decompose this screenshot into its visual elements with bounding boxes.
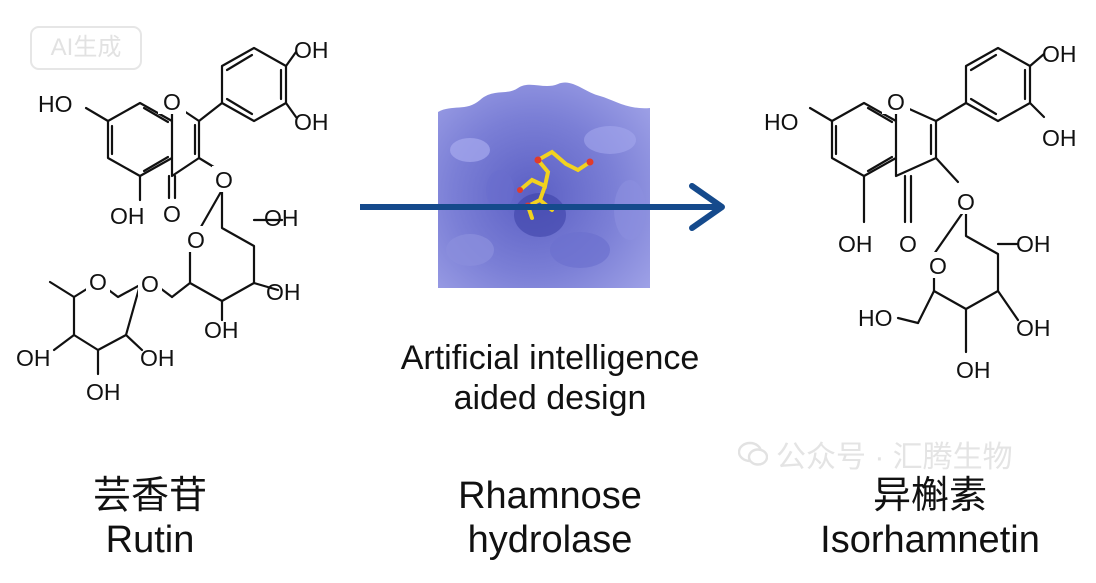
rutin-glycosidic-oxygen: O [215,167,233,193]
ai-design-caption: Artificial intelligence aided design [330,338,770,418]
ligand-oxygen-atom [534,156,542,164]
rutin-name-en: Rutin [105,519,195,561]
product-name-en: Isorhamnetin [820,519,1040,561]
product-glucose-ho6: HO [858,305,893,331]
ai-generated-badge: AI生成 [30,26,142,70]
enzyme-label: Rhamnose hydrolase [410,474,690,562]
ai-design-line-2: aided design [453,379,647,417]
rutin-rhamnose-ring [72,280,142,352]
product-glucose-oh2: OH [1016,231,1051,257]
ai-design-line-1: Artificial intelligence [400,339,700,377]
rutin-structure: O HO OH OH OH O O O OH OH OH O O OH OH O… [16,37,329,405]
product-c5-hydroxyl: OH [838,231,873,257]
rutin-ring-b [220,46,288,123]
rutin-rhamnose-oh2: OH [140,345,175,371]
watermark: 公众号 · 汇腾生物 [737,432,1013,476]
rutin-glucose-oh4: OH [204,317,239,343]
rutin-label: 芸香苷 Rutin [40,474,260,562]
rutin-name-cn: 芸香苷 [92,475,207,517]
product-glycosidic-oxygen: O [957,189,975,215]
enzyme-name-line-2: hydrolase [467,519,633,561]
product-structure: O HO OH OH OH O O O OH OH OH HO [764,41,1077,383]
product-name-cn: 异槲素 [872,475,987,517]
rutin-c7-hydroxyl: HO [38,91,73,117]
product-glucose-oh4: OH [956,357,991,383]
enzyme-name-line-1: Rhamnose [458,475,642,517]
rutin-linker-oxygen: O [141,271,159,297]
rutin-ring-oxygen: O [163,89,181,115]
product-c4p-hydroxyl: OH [1042,41,1077,67]
rutin-c3p-hydroxyl: OH [294,109,329,135]
rutin-rhamnose-ring-oxygen: O [89,269,107,295]
enzyme-surface-render [438,82,650,288]
rutin-c4p-hydroxyl: OH [294,37,329,63]
product-c7-hydroxyl: HO [764,109,799,135]
wechat-icon [737,441,769,467]
rutin-glucose-ring-oxygen: O [187,227,205,253]
product-label: 异槲素 Isorhamnetin [800,474,1060,562]
rutin-rhamnose-oh3: OH [86,379,121,405]
product-ring-oxygen: O [887,89,905,115]
rutin-glucose-ring [188,188,256,303]
ligand-oxygen-atom [517,187,523,193]
reaction-arrow [360,183,725,231]
product-keto-oxygen: O [899,231,917,257]
rutin-c5-hydroxyl: OH [110,203,145,229]
rutin-keto-oxygen: O [163,201,181,227]
rutin-rhamnose-oh4: OH [16,345,51,371]
product-glucose-ring-oxygen: O [929,253,947,279]
rutin-glucose-oh2: OH [264,205,299,231]
ligand-oxygen-atom [586,158,594,166]
product-glucose-oh3: OH [1016,315,1051,341]
rutin-glucose-oh3: OH [266,279,301,305]
watermark-text: 公众号 · 汇腾生物 [776,441,1013,474]
product-c3p-hydroxyl: OH [1042,125,1077,151]
